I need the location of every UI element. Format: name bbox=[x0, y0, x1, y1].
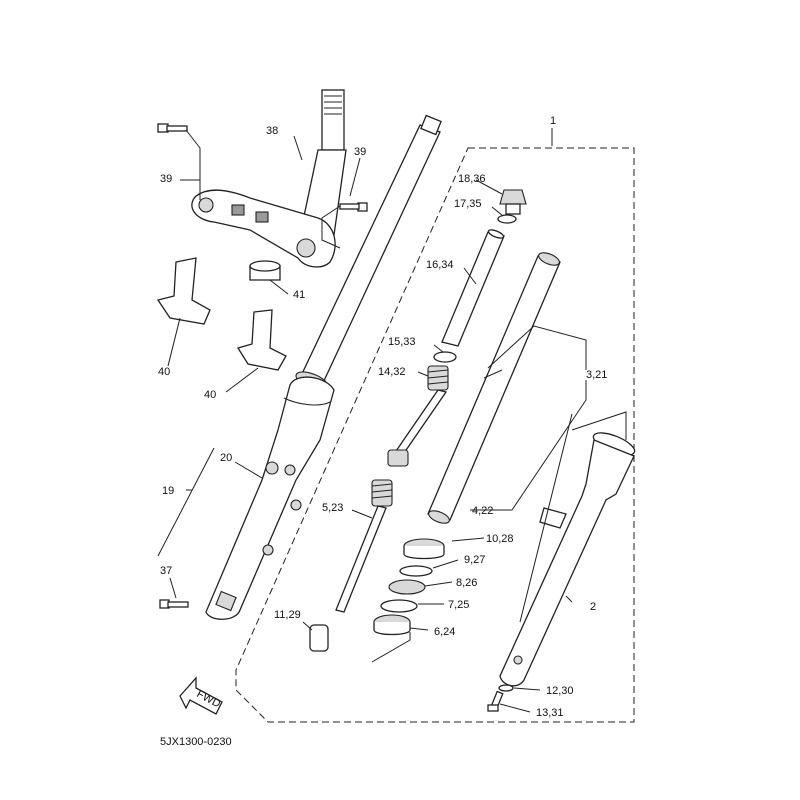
bolt-18-36[interactable] bbox=[499, 189, 527, 215]
pinch-bolt-39-upper[interactable] bbox=[157, 123, 188, 133]
callout-14-32: 14,32 bbox=[378, 366, 406, 378]
outer-tube-left[interactable] bbox=[205, 376, 335, 620]
callout-40-lower: 40 bbox=[204, 389, 216, 401]
damper-rod-5-23[interactable] bbox=[335, 479, 393, 613]
washer-7-25[interactable] bbox=[380, 599, 418, 613]
assembly-outline bbox=[235, 147, 635, 723]
callout-15-33: 15,33 bbox=[388, 336, 416, 348]
oil-seal-8-26[interactable] bbox=[388, 579, 426, 595]
callout-39-right: 39 bbox=[354, 146, 366, 158]
cover-40-lower[interactable] bbox=[236, 309, 287, 371]
spring-14-32[interactable] bbox=[387, 365, 449, 467]
inner-tube-right[interactable] bbox=[427, 250, 561, 526]
bolt-37[interactable] bbox=[159, 599, 189, 609]
callout-6-24: 6,24 bbox=[434, 626, 455, 638]
callout-2: 2 bbox=[590, 601, 596, 613]
outer-tube-right[interactable] bbox=[499, 428, 637, 687]
spacer-16-34[interactable] bbox=[441, 228, 505, 347]
bush-6-24[interactable] bbox=[373, 614, 411, 636]
callout-4-22: 4,22 bbox=[472, 505, 493, 517]
callout-17-35: 17,35 bbox=[454, 198, 482, 210]
callout-12-30: 12,30 bbox=[546, 685, 574, 697]
callout-5-23: 5,23 bbox=[322, 502, 343, 514]
callout-39-left: 39 bbox=[160, 173, 172, 185]
washer-12-30[interactable] bbox=[498, 684, 514, 692]
callout-16-34: 16,34 bbox=[426, 259, 454, 271]
cover-40-upper[interactable] bbox=[156, 257, 211, 325]
dust-seal-10-28[interactable] bbox=[403, 538, 445, 560]
callout-37: 37 bbox=[160, 565, 172, 577]
clip-9-27[interactable] bbox=[399, 565, 433, 577]
callout-8-26: 8,26 bbox=[456, 577, 477, 589]
fwd-arrow-icon: FWD bbox=[179, 676, 223, 715]
callout-41: 41 bbox=[293, 289, 305, 301]
callout-10-28: 10,28 bbox=[486, 533, 514, 545]
callout-9-27: 9,27 bbox=[464, 554, 485, 566]
pinch-bolt-39-right[interactable] bbox=[339, 202, 368, 212]
callout-18-36: 18,36 bbox=[458, 173, 486, 185]
callout-13-31: 13,31 bbox=[536, 707, 564, 719]
bolt-13-31[interactable] bbox=[487, 690, 504, 712]
steering-stem[interactable] bbox=[191, 89, 347, 268]
callout-11-29: 11,29 bbox=[274, 609, 301, 621]
diagram-code: 5JX1300-0230 bbox=[160, 736, 232, 748]
callout-19: 19 bbox=[162, 485, 174, 497]
callout-38: 38 bbox=[266, 125, 278, 137]
callout-3-21: 3,21 bbox=[586, 369, 607, 381]
collar-41[interactable] bbox=[249, 260, 281, 281]
washer-15-33[interactable] bbox=[433, 351, 457, 363]
callout-7-25: 7,25 bbox=[448, 599, 469, 611]
callout-1: 1 bbox=[550, 115, 556, 127]
callout-40-upper: 40 bbox=[158, 366, 170, 378]
callout-20: 20 bbox=[220, 452, 232, 464]
oil-lock-11-29[interactable] bbox=[309, 624, 329, 652]
o-ring-17-35[interactable] bbox=[497, 214, 517, 224]
